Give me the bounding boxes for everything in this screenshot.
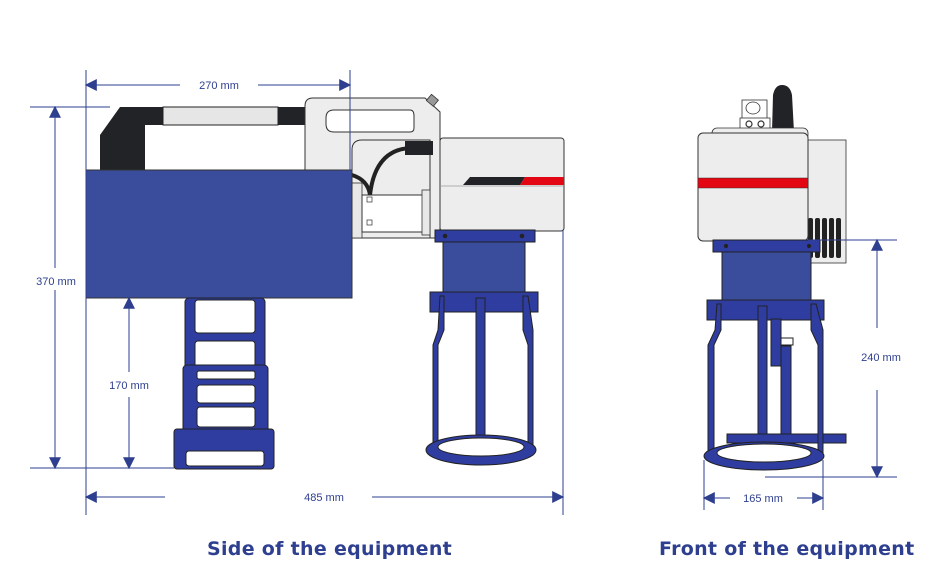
side-laser-head [439, 137, 565, 232]
front-handle-knob [772, 85, 794, 132]
dimension-label-485: 485 mm [304, 492, 344, 504]
dimension-label-370: 370 mm [36, 276, 76, 288]
side-view-caption: Side of the equipment [207, 538, 453, 560]
side-view-drawing [85, 93, 565, 470]
side-handle [100, 106, 308, 170]
dimension-label-165: 165 mm [743, 493, 783, 505]
side-connector-tube [351, 182, 431, 239]
side-lower-frame [173, 297, 275, 470]
side-main-body [85, 169, 353, 299]
dimension-label-170: 170 mm [109, 380, 149, 392]
cable-connector [405, 141, 433, 155]
dimension-label-240: 240 mm [861, 352, 901, 364]
front-red-stripe [697, 177, 809, 189]
front-view-drawing [697, 85, 847, 471]
side-dimension-lines [30, 70, 565, 515]
front-view-caption: Front of the equipment [659, 538, 915, 560]
side-cage-stand [425, 229, 539, 466]
front-cage-stand [703, 239, 847, 471]
front-dimension-lines [702, 238, 897, 510]
front-button-block [739, 99, 771, 133]
dimension-label-270: 270 mm [199, 80, 239, 92]
